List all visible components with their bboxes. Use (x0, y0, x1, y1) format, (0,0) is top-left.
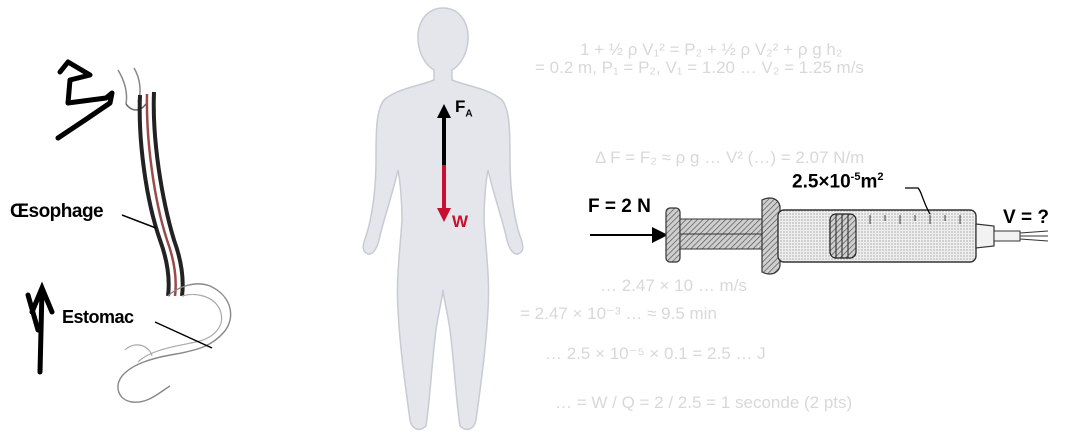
plunger-stopper (830, 214, 856, 258)
weight-label: W (452, 212, 468, 232)
syringe-barrel (778, 210, 976, 262)
area-base: 2.5×10 (792, 171, 851, 192)
area-label: 2.5×10-5m2 (792, 171, 883, 193)
area-unit: m (860, 171, 877, 192)
area-exp: -5 (851, 171, 861, 183)
oesophage-label: Œsophage (10, 201, 103, 223)
force-label: F = 2 N (588, 196, 651, 218)
doodle-zigzag (58, 62, 112, 138)
fa-sub: A (465, 108, 472, 119)
syringe-nozzle (976, 224, 994, 248)
estomac-label: Estomac (62, 307, 134, 328)
fa-main: F (455, 97, 465, 116)
up-arrow-icon (28, 288, 52, 372)
velocity-label: V = ? (1003, 207, 1049, 229)
buoyant-force-label: FA (455, 97, 473, 119)
area-unit-exp: 2 (877, 171, 883, 183)
plunger-thumb (666, 208, 680, 262)
oesophage-leader (122, 215, 156, 228)
syringe-illustration (590, 188, 1048, 274)
esophagus-stomach-sketch (28, 62, 231, 402)
